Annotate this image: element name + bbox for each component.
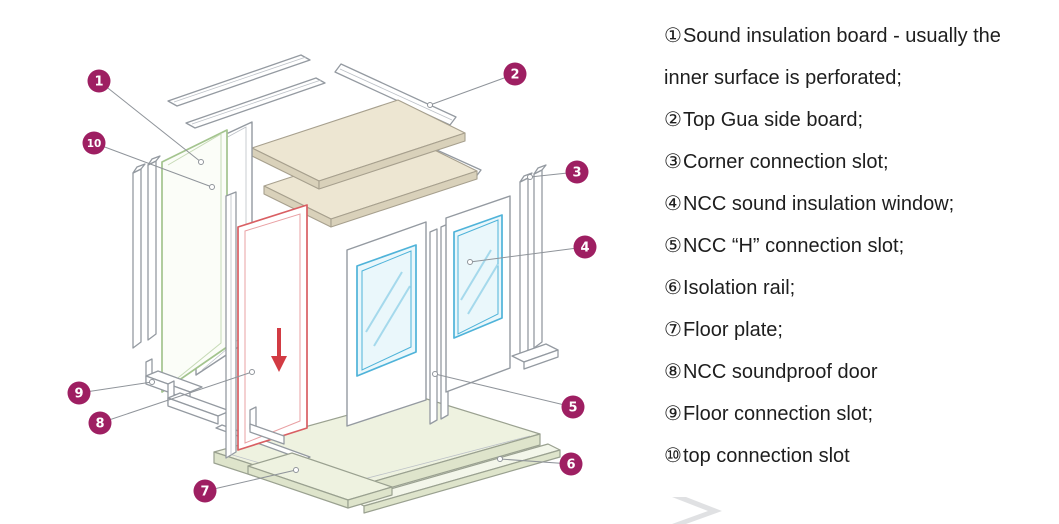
door-floor-bracket <box>249 406 285 445</box>
legend-bullet-4: ④ <box>664 193 683 215</box>
callout-1: 1 <box>87 69 204 165</box>
badge-9-circle <box>67 381 91 405</box>
front-left-post <box>225 191 237 459</box>
floor-plate <box>247 452 393 509</box>
legend-bullet-5: ⑤ <box>664 235 683 257</box>
legend-bullet-2: ② <box>664 109 683 131</box>
left-wall-panel <box>161 129 228 393</box>
callout-5: 5 <box>432 371 585 419</box>
callout-6: 6 <box>497 452 583 476</box>
legend-text-3: Corner connection slot; <box>682 151 889 173</box>
legend-bullet-6: ⑥ <box>664 277 683 299</box>
legend-bullet-7: ⑦ <box>664 319 683 341</box>
legend-item-4: ④NCC sound insulation window; <box>664 183 1016 225</box>
legend-text-5: NCC “H” connection slot; <box>682 235 905 257</box>
badge-5-circle <box>561 395 585 419</box>
callout-3: 3 <box>527 160 589 184</box>
badge-8-label: 8 <box>95 417 104 432</box>
callout-2: 2 <box>427 62 527 108</box>
legend-item-1: ①Sound insulation board - usually the in… <box>664 15 1016 99</box>
door-arrow-icon <box>271 328 287 372</box>
badge-3-circle <box>565 160 589 184</box>
left-corner-posts <box>132 155 161 349</box>
legend-item-6: ⑥Isolation rail; <box>664 267 1016 309</box>
legend: ①Sound insulation board - usually the in… <box>664 15 1016 477</box>
badge-3-label: 3 <box>572 166 581 181</box>
legend-text-1: Sound insulation board - usually the inn… <box>664 25 1001 89</box>
legend-item-3: ③Corner connection slot; <box>664 141 1016 183</box>
badge-5-label: 5 <box>568 401 577 416</box>
callout-10: 10 <box>82 131 215 190</box>
badge-7-circle <box>193 479 217 503</box>
badge-6-label: 6 <box>566 458 575 473</box>
window-panel-1 <box>346 221 427 427</box>
legend-bullet-3: ③ <box>664 151 683 173</box>
badge-6-circle <box>559 452 583 476</box>
legend-text-7: Floor plate; <box>682 319 783 341</box>
callout-9: 9 <box>67 379 155 405</box>
badge-1-circle <box>87 69 111 93</box>
badge-4-circle <box>573 235 597 259</box>
window-panel-2 <box>445 195 511 393</box>
badge-9-label: 9 <box>74 387 83 402</box>
legend-text-4: NCC sound insulation window; <box>682 193 955 215</box>
legend-item-8: ⑧NCC soundproof door <box>664 351 1016 393</box>
watermark-chevron <box>672 497 722 524</box>
legend-bullet-8: ⑧ <box>664 361 683 383</box>
callout-4: 4 <box>467 235 597 265</box>
legend-item-2: ②Top Gua side board; <box>664 99 1016 141</box>
callout-7: 7 <box>193 467 299 503</box>
legend-bullet-9: ⑨ <box>664 403 683 425</box>
legend-item-10: ⑩top connection slot <box>664 435 1016 477</box>
legend-bullet-10: ⑩ <box>664 445 683 467</box>
legend-text-6: Isolation rail; <box>682 277 796 299</box>
legend-text-2: Top Gua side board; <box>682 109 864 131</box>
callout-8: 8 <box>88 369 255 435</box>
legend-bullet-1: ① <box>664 25 683 47</box>
badge-8-circle <box>88 411 112 435</box>
legend-text-8: NCC soundproof door <box>682 361 878 383</box>
top-left-rails <box>167 54 326 129</box>
badge-4-label: 4 <box>580 241 589 256</box>
legend-item-9: ⑨Floor connection slot; <box>664 393 1016 435</box>
legend-item-5: ⑤NCC “H” connection slot; <box>664 225 1016 267</box>
legend-item-7: ⑦Floor plate; <box>664 309 1016 351</box>
badge-2-circle <box>503 62 527 86</box>
legend-text-10: top connection slot <box>682 445 850 467</box>
badge-1-label: 1 <box>94 75 103 90</box>
soundproof-door <box>237 204 308 451</box>
right-corner-posts <box>511 164 559 370</box>
legend-text-9: Floor connection slot; <box>682 403 874 425</box>
badge-2-label: 2 <box>510 68 519 83</box>
badge-7-label: 7 <box>200 485 209 500</box>
badge-10-label: 10 <box>87 138 102 150</box>
badge-10-circle <box>82 131 106 155</box>
roof-insulation-boards <box>251 99 478 228</box>
